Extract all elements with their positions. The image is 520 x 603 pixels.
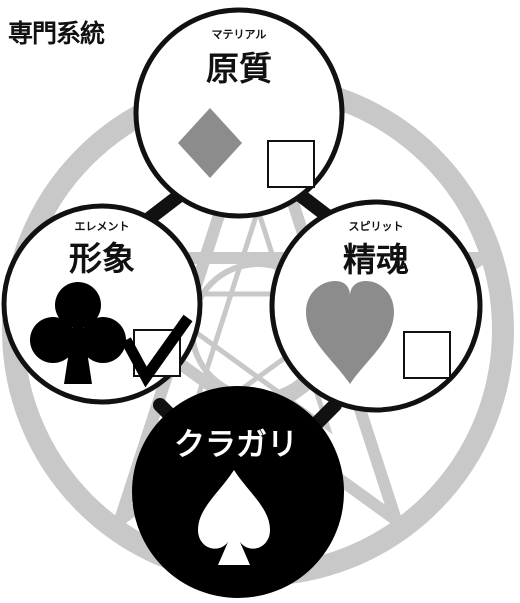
- club-suit-icon: [30, 282, 126, 384]
- page-title: 専門系統: [8, 19, 105, 48]
- node-material[interactable]: マテリアル 原質: [133, 7, 345, 219]
- node-kuragari-label: クラガリ: [174, 427, 298, 463]
- node-spirit[interactable]: スピリット 精魂: [269, 199, 483, 413]
- node-element-label: 形象: [69, 239, 135, 278]
- node-spirit-label: 精魂: [343, 240, 409, 279]
- spade-suit-icon: [198, 470, 270, 565]
- node-spirit-ruby: スピリット: [349, 220, 404, 233]
- node-element[interactable]: エレメント 形象: [1, 203, 203, 405]
- diamond-suit-icon: [178, 108, 242, 178]
- material-checkbox[interactable]: [267, 140, 315, 188]
- node-material-label: 原質: [206, 49, 272, 88]
- connector-material-element: [143, 188, 187, 225]
- node-material-ruby: マテリアル: [212, 28, 267, 41]
- node-kuragari[interactable]: クラガリ: [132, 386, 344, 598]
- node-element-ruby: エレメント: [75, 220, 130, 233]
- connector-spirit-kuragari: [308, 398, 342, 432]
- checkmark-icon: [121, 314, 193, 388]
- heart-suit-icon: [306, 281, 394, 384]
- spirit-checkbox[interactable]: [403, 331, 451, 379]
